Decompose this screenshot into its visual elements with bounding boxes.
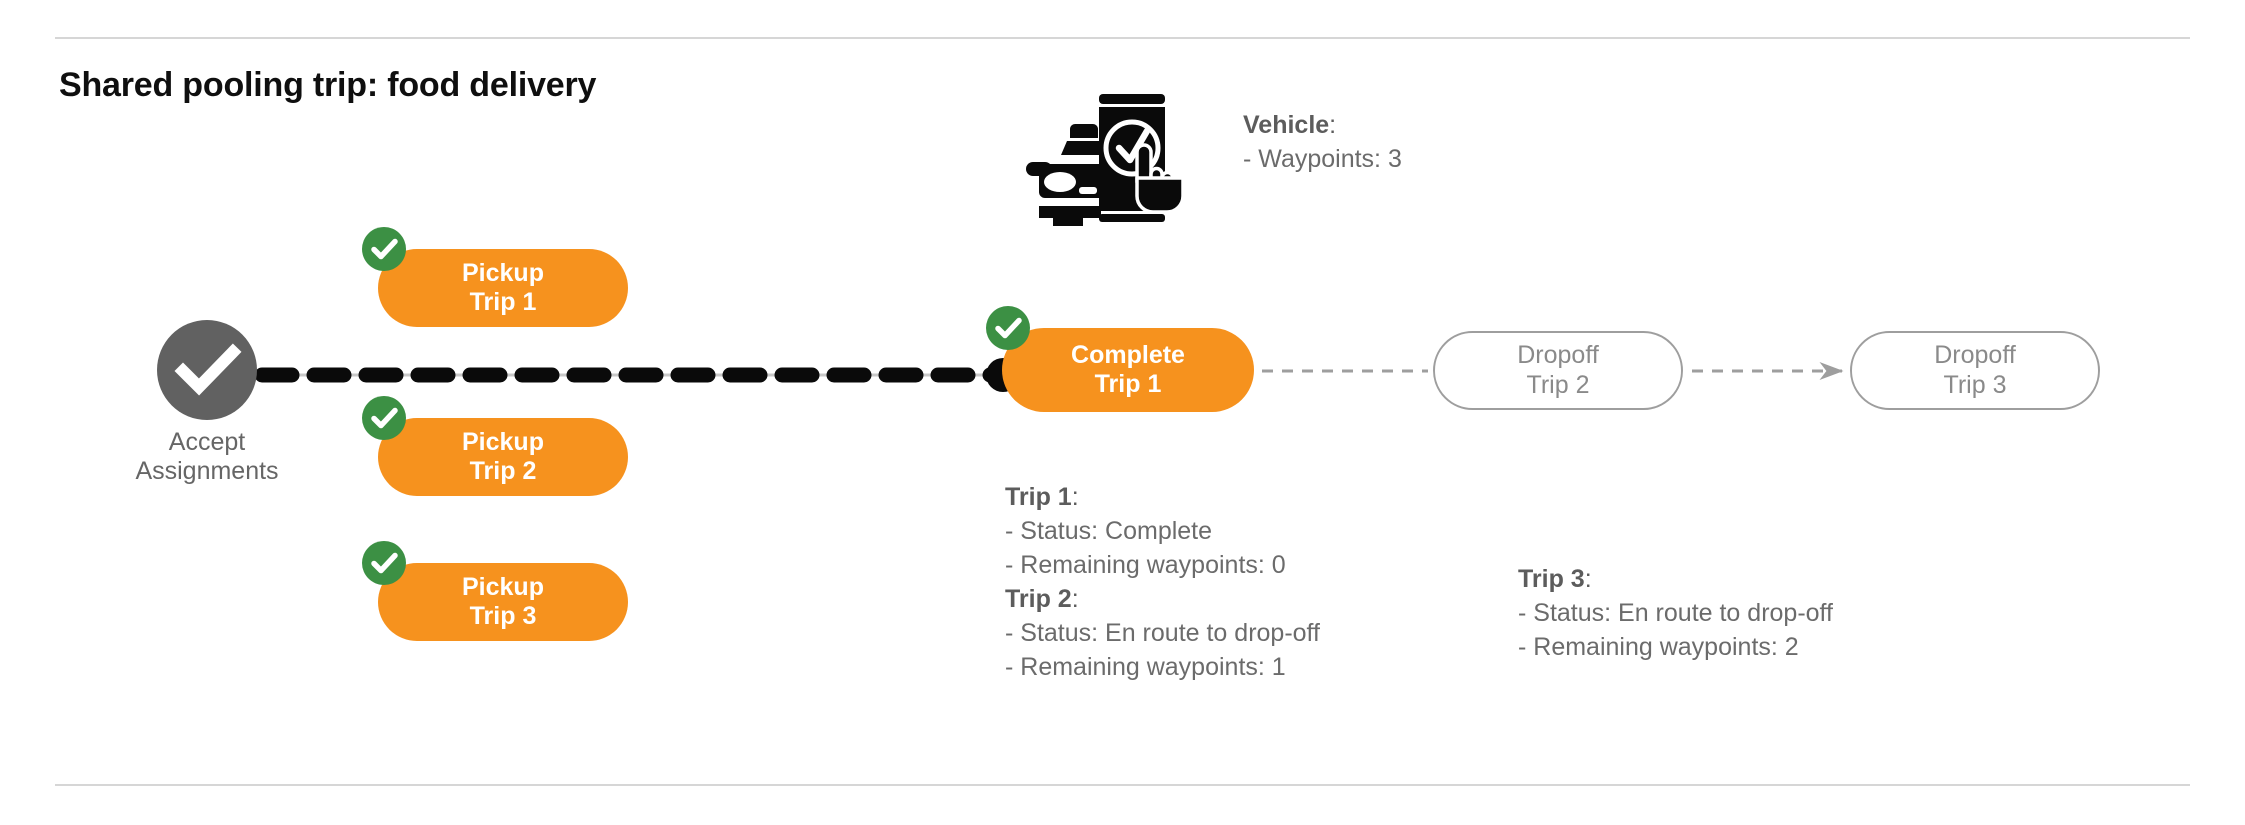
accept-label-line1: Accept: [168, 428, 246, 456]
dropoff-trip-2-line2: Trip 2: [1526, 370, 1590, 399]
trip-1-waypoints-row: - Remaining waypoints: 0: [1005, 551, 1286, 579]
trip-2-heading-text: Trip 2: [1005, 585, 1072, 613]
trip-2-waypoints-row: - Remaining waypoints: 1: [1005, 653, 1286, 681]
node-pickup-trip-3[interactable]: Pickup Trip 3: [362, 541, 628, 641]
complete-trip-1-line2: Trip 1: [1094, 370, 1162, 398]
page-title: Shared pooling trip: food delivery: [59, 66, 597, 104]
accept-assignments-circle[interactable]: [157, 320, 257, 420]
trip-3-heading-colon: :: [1584, 565, 1592, 593]
accept-assignments-label: Accept Assignments: [97, 428, 317, 485]
trip-2-heading: Trip 2:: [1005, 582, 1320, 616]
trip-3-status-row: - Status: En route to drop-off: [1518, 599, 1833, 627]
trip-3-waypoints-row: - Remaining waypoints: 2: [1518, 633, 1799, 661]
trip-info-block-right: Trip 3: - Status: En route to drop-off -…: [1518, 562, 1833, 664]
check-badge-icon: [362, 541, 406, 585]
node-complete-trip-1[interactable]: Complete Trip 1: [986, 306, 1254, 412]
trip-1-heading-colon: :: [1071, 483, 1079, 511]
node-accept-assignments[interactable]: Accept Assignments: [135, 320, 279, 485]
vehicle-info-block: Vehicle: - Waypoints: 3: [1243, 108, 1402, 176]
check-circle-icon: [174, 343, 242, 396]
dropoff-trip-2-line1: Dropoff: [1517, 341, 1599, 370]
check-badge-icon: [362, 396, 406, 440]
trip-3-heading: Trip 3:: [1518, 562, 1833, 596]
check-badge-icon: [362, 227, 406, 271]
pickup-trip-3-line2: Trip 3: [469, 602, 537, 630]
trip-3-heading-text: Trip 3: [1518, 565, 1585, 593]
divider-bottom: [55, 784, 2190, 786]
pickup-trip-1-line2: Trip 1: [469, 288, 537, 316]
divider-top: [55, 37, 2190, 39]
node-dropoff-trip-3[interactable]: Dropoff Trip 3: [1850, 331, 2100, 410]
trip-info-block-left: Trip 1: - Status: Complete - Remaining w…: [1005, 480, 1320, 684]
vehicle-heading-colon: :: [1329, 111, 1337, 139]
complete-trip-1-line1: Complete: [1071, 340, 1185, 369]
pickup-trip-3-line1: Pickup: [462, 572, 544, 601]
node-pickup-trip-1[interactable]: Pickup Trip 1: [362, 227, 628, 327]
node-dropoff-trip-2[interactable]: Dropoff Trip 2: [1433, 331, 1683, 410]
accept-label-line2: Assignments: [135, 456, 279, 485]
trip-1-heading-text: Trip 1: [1005, 483, 1072, 511]
node-pickup-trip-2[interactable]: Pickup Trip 2: [362, 396, 628, 496]
dropoff-trip-3-line1: Dropoff: [1934, 341, 2016, 370]
trip-1-heading: Trip 1:: [1005, 480, 1320, 514]
pickup-trip-2-line1: Pickup: [462, 427, 544, 456]
car-phone-check-icon: [1023, 86, 1185, 226]
trip-1-status-row: - Status: Complete: [1005, 517, 1213, 545]
vehicle-info-heading: Vehicle:: [1243, 108, 1402, 142]
vehicle-info-row: - Waypoints: 3: [1243, 145, 1402, 173]
check-badge-icon: [986, 306, 1030, 350]
trip-2-status-row: - Status: En route to drop-off: [1005, 619, 1320, 647]
pickup-trip-2-line2: Trip 2: [469, 457, 537, 485]
vehicle-heading-text: Vehicle: [1243, 111, 1330, 139]
pickup-trip-1-line1: Pickup: [462, 258, 544, 287]
dropoff-trip-3-line2: Trip 3: [1943, 370, 2007, 399]
trip-2-heading-colon: :: [1071, 585, 1079, 613]
